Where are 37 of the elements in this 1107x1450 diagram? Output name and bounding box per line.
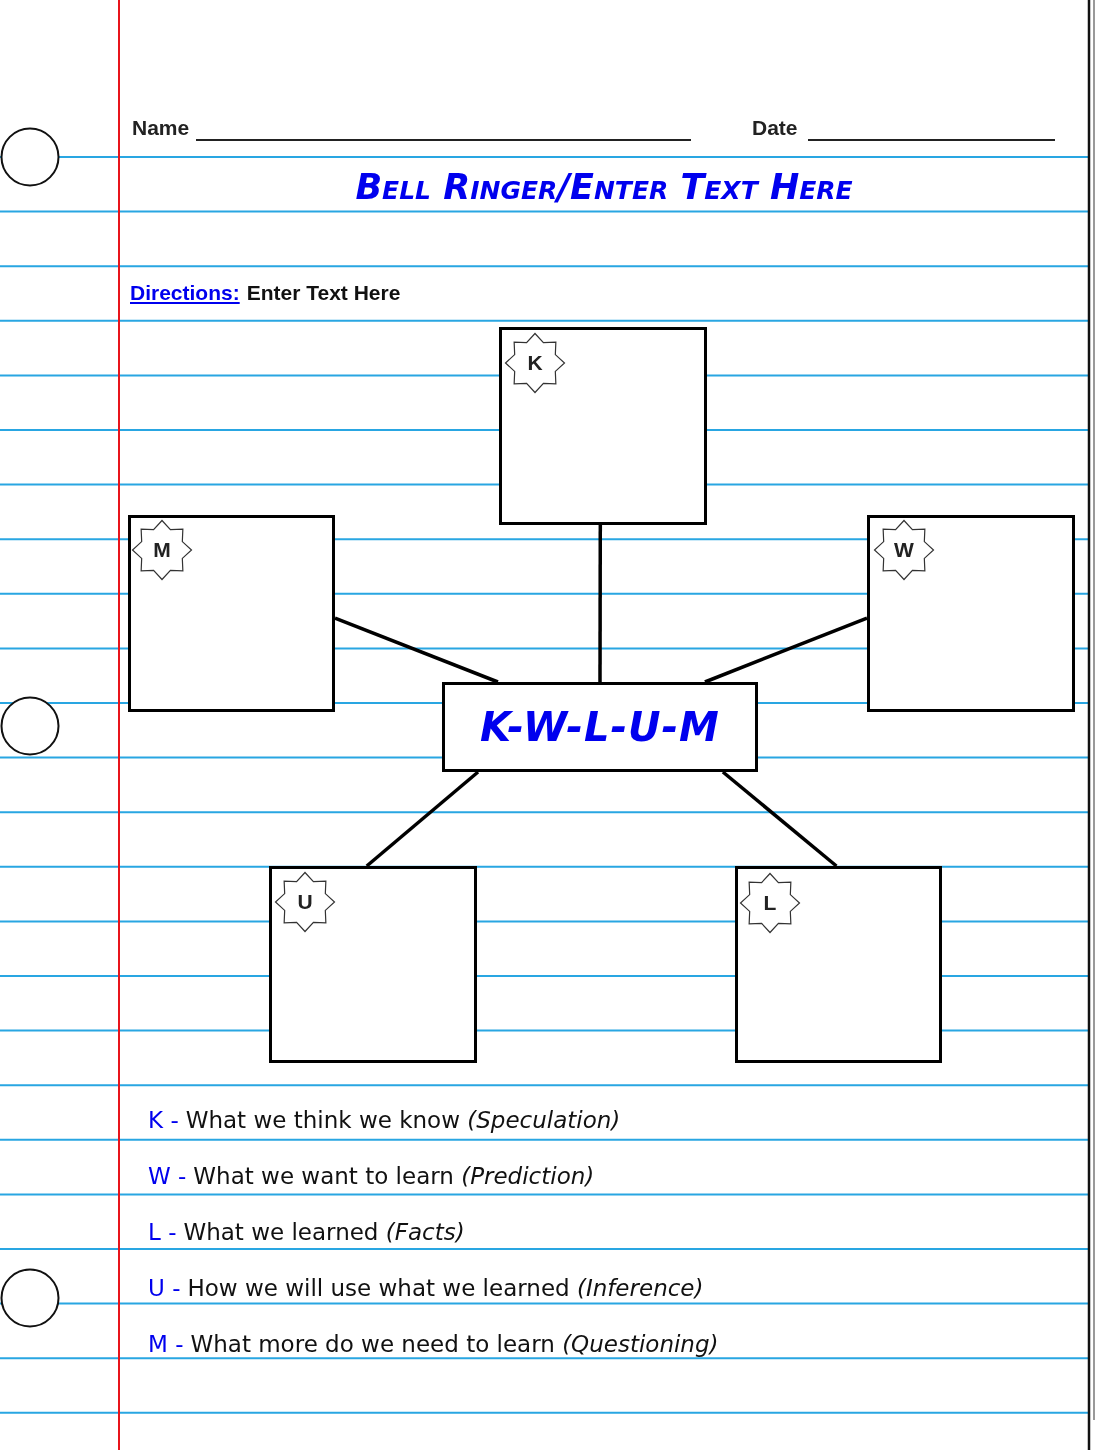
key-letter: U -	[148, 1274, 181, 1302]
connector-line	[365, 770, 480, 868]
key-description: What we think we know (Speculation)	[185, 1106, 621, 1134]
connector-line	[598, 525, 603, 682]
connector-line	[721, 770, 838, 868]
star-badge	[504, 332, 566, 394]
badge-letter: W	[894, 538, 914, 562]
key-letter: L -	[148, 1218, 177, 1246]
answer-box	[128, 515, 335, 712]
badge-letter: U	[297, 890, 313, 914]
directions-text: Enter Text Here	[246, 280, 401, 306]
key-description: What we want to learn (Prediction)	[193, 1162, 595, 1190]
answer-box	[735, 866, 942, 1063]
badge-letter: L	[763, 891, 777, 915]
key-description: What we learned (Facts)	[183, 1218, 465, 1246]
key-description: What more do we need to learn (Questioning)	[190, 1330, 719, 1358]
key-letter: W -	[148, 1162, 187, 1190]
connector-line	[704, 616, 868, 684]
key-letter: M -	[148, 1330, 184, 1358]
answer-box	[499, 327, 707, 525]
badge-letter: M	[153, 538, 171, 562]
answer-box	[269, 866, 477, 1063]
connector-line	[334, 616, 499, 684]
key-letter: K -	[148, 1106, 179, 1134]
field-label: Name	[132, 115, 190, 141]
field-label: Date	[752, 115, 798, 141]
answer-box	[867, 515, 1075, 712]
topic-box	[442, 682, 758, 772]
key-description: How we will use what we learned (Inference)	[187, 1274, 704, 1302]
star-badge	[131, 519, 193, 581]
topic-label: K-W-L-U-M	[480, 704, 720, 750]
star-badge	[873, 519, 935, 581]
star-badge	[739, 872, 801, 934]
directions-heading: Directions:	[130, 280, 240, 306]
worksheet-title: Bell Ringer/Enter Text Here	[355, 167, 853, 207]
star-badge	[274, 871, 336, 933]
badge-letter: K	[527, 351, 543, 375]
